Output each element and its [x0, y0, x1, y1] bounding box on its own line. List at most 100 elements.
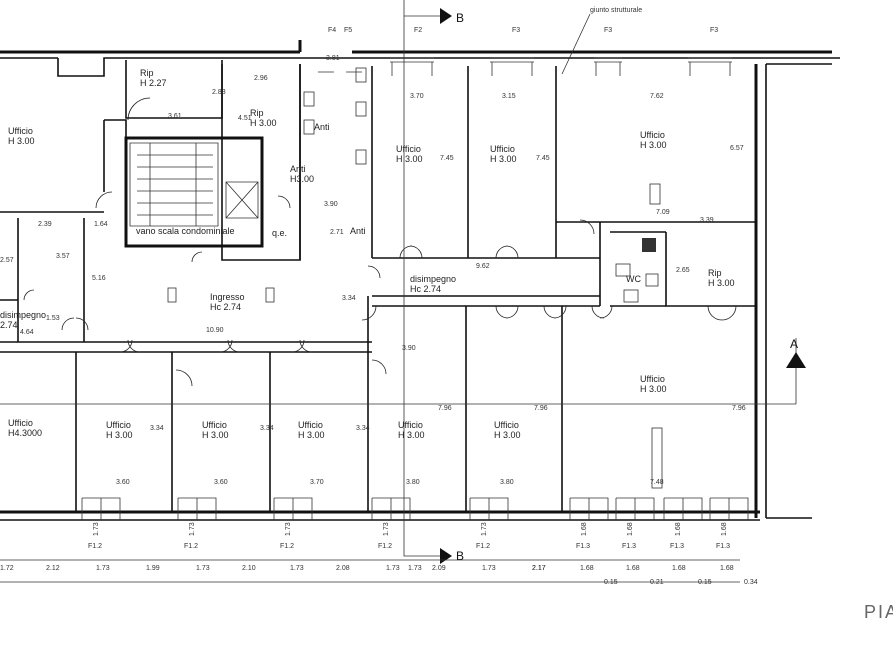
dimension: 7.48	[650, 479, 664, 486]
dimension: 1.64	[94, 221, 108, 228]
room-label-qe: q.e.	[272, 228, 287, 238]
top-window-label: F3	[604, 27, 612, 34]
dimension: 7.96	[732, 405, 746, 412]
sheet-label: PIA	[864, 602, 893, 622]
room-height-uff-b6: H 3.00	[494, 430, 521, 440]
bottom-dimension: 1.68	[626, 565, 640, 572]
bottom-window-width: 1.73	[383, 522, 390, 536]
room-label-disimp-1: disimpegno	[410, 274, 456, 284]
bottom-window-width: 1.73	[285, 522, 292, 536]
bottom-dimension: 1.73	[196, 565, 210, 572]
bottom-window-width: 1.68	[675, 522, 682, 536]
dimension: 2.71	[330, 229, 344, 236]
room-label-uff-b6: Ufficio	[494, 420, 519, 430]
dimension: 2.39	[38, 221, 52, 228]
bottom-window-width: 1.68	[627, 522, 634, 536]
dimension: 3.81	[326, 55, 340, 62]
room-height-uff-b4: H 3.00	[298, 430, 325, 440]
room-label-uff-b1: Ufficio	[8, 418, 33, 428]
room-label-uff-r: Ufficio	[640, 374, 665, 384]
bottom-dimension-2: 0.21	[650, 579, 664, 586]
dimension: 7.45	[440, 155, 454, 162]
room-label-uff-b4: Ufficio	[298, 420, 323, 430]
bottom-window-width: 1.73	[93, 522, 100, 536]
bottom-dimension: 1.99	[146, 565, 160, 572]
dimension: 7.96	[438, 405, 452, 412]
bottom-window-label: F1.3	[670, 543, 684, 550]
dimension: 1.73	[408, 565, 422, 572]
bottom-window-label: F1.3	[716, 543, 730, 550]
room-height-ingresso: Hc 2.74	[210, 302, 241, 312]
dimension: 7.45	[536, 155, 550, 162]
section-mark-b-bottom: B	[456, 549, 464, 563]
bottom-dimension: 2.08	[336, 565, 350, 572]
room-height-uff-r: H 3.00	[640, 384, 667, 394]
dimension: 7.96	[534, 405, 548, 412]
walls	[0, 40, 840, 521]
top-windows	[318, 57, 732, 76]
dimension: 3.70	[410, 93, 424, 100]
room-label-uff-b2: Ufficio	[106, 420, 131, 430]
fixtures	[167, 67, 663, 489]
dimension: 3.34	[150, 425, 164, 432]
room-label-uff-b5: Ufficio	[398, 420, 423, 430]
bottom-dimension-line	[0, 559, 740, 583]
room-label-anti-1: Anti	[290, 164, 306, 174]
structural-joint-note: giunto strutturale	[590, 7, 642, 14]
dimension: 2.83	[212, 89, 226, 96]
bottom-dimension-2: 0.34	[744, 579, 758, 586]
bottom-dimension: 1.73	[482, 565, 496, 572]
bottom-dimension-2: 0.15	[604, 579, 618, 586]
dimension: 10.90	[206, 327, 224, 334]
bottom-dimension: 2.17	[532, 565, 546, 572]
bottom-window-label: F1.2	[280, 543, 294, 550]
bottom-dimension: 2.12	[46, 565, 60, 572]
dimension: 3.39	[700, 217, 714, 224]
bottom-dimension: 1.68	[720, 565, 734, 572]
dimension: 2.96	[254, 75, 268, 82]
room-label-wc: WC	[626, 274, 641, 284]
bottom-dimension: 1.72	[0, 565, 14, 572]
bottom-window-label: F1.3	[576, 543, 590, 550]
room-height-uff-f3: H 3.00	[490, 154, 517, 164]
section-mark-b-top: B	[456, 11, 464, 25]
room-label-rip-1: Rip	[140, 68, 154, 78]
bottom-windows	[81, 497, 749, 520]
dimension: 3.70	[310, 479, 324, 486]
dimension: 9.62	[476, 263, 490, 270]
room-height-rip-2: H 3.00	[250, 118, 277, 128]
room-height-uff-b2: H 3.00	[106, 430, 133, 440]
dimension: 3.90	[324, 201, 338, 208]
bottom-dimension-2: 0.15	[698, 579, 712, 586]
bottom-window-label: F1.2	[88, 543, 102, 550]
dimension: 3.61	[168, 113, 182, 120]
top-window-label: F5	[344, 27, 352, 34]
bottom-dimension: 2.10	[242, 565, 256, 572]
room-height-uff-b3: H 3.00	[202, 430, 229, 440]
bottom-dimension: 1.73	[290, 565, 304, 572]
top-window-label: F4	[328, 27, 336, 34]
dimension: 4.64	[20, 329, 34, 336]
dimension: 3.34	[356, 425, 370, 432]
room-height-uff-b5: H 3.00	[398, 430, 425, 440]
room-height-uff-b1: H4.3000	[8, 428, 42, 438]
dimension: 2.17	[532, 565, 546, 572]
doors	[23, 97, 737, 387]
room-height-uff-big: H 3.00	[640, 140, 667, 150]
bottom-window-label: F1.2	[476, 543, 490, 550]
room-label-anti-2: Anti	[314, 122, 330, 132]
dimension: 6.57	[730, 145, 744, 152]
bottom-window-width: 1.68	[581, 522, 588, 536]
dimension: 7.09	[656, 209, 670, 216]
room-label-uff-f3: Ufficio	[490, 144, 515, 154]
dimension: 3.80	[500, 479, 514, 486]
section-mark-a: A	[790, 337, 798, 351]
dimension: 2.65	[676, 267, 690, 274]
room-label-vano: vano scala condominiale	[136, 226, 235, 236]
room-label-rip-2: Rip	[250, 108, 264, 118]
room-height-uff-f2: H 3.00	[396, 154, 423, 164]
room-height-disimp-2: 2.74	[0, 320, 18, 330]
top-window-label: F2	[414, 27, 422, 34]
